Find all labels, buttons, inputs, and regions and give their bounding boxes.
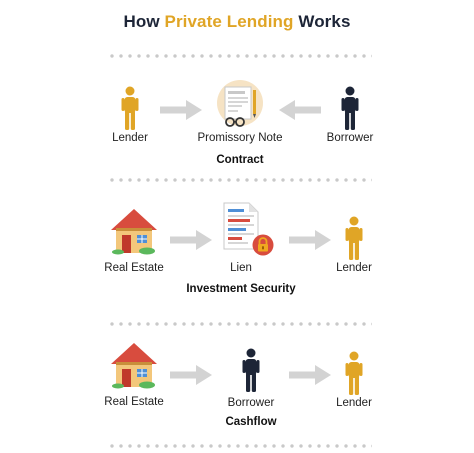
title-suffix: Works — [298, 12, 351, 31]
lock-icon — [252, 234, 274, 256]
contract-right-label: Borrower — [326, 132, 374, 144]
arrow-icon — [289, 230, 331, 250]
person-navy-icon — [242, 348, 260, 392]
arrow-icon — [289, 365, 331, 385]
arrow-icon — [279, 100, 321, 120]
cashflow-left-label: Real Estate — [104, 396, 164, 408]
security-center-label: Lien — [230, 262, 252, 274]
cashflow-right-label: Lender — [336, 397, 372, 409]
page-title: How Private Lending Works — [0, 12, 474, 32]
person-gold-icon — [345, 351, 363, 395]
contract-left-label: Lender — [112, 132, 148, 144]
house-icon — [110, 208, 158, 255]
title-highlight: Private Lending — [164, 12, 294, 31]
lien-document-icon — [223, 202, 259, 250]
house-icon — [110, 342, 158, 389]
person-gold-icon — [345, 216, 363, 260]
cashflow-center-label: Borrower — [227, 397, 275, 409]
contract-center-label: Promissory Note — [197, 132, 283, 144]
arrow-icon — [160, 100, 202, 120]
arrow-icon — [170, 230, 212, 250]
security-right-label: Lender — [336, 262, 372, 274]
cashflow-section-label: Cashflow — [225, 416, 277, 428]
title-prefix: How — [123, 12, 160, 31]
dotted-divider-top — [110, 54, 372, 58]
dotted-divider — [110, 322, 372, 326]
contract-section-label: Contract — [216, 154, 264, 166]
dotted-divider — [110, 178, 372, 182]
arrow-icon — [170, 365, 212, 385]
person-gold-icon — [121, 86, 139, 130]
dotted-divider-bottom — [110, 444, 372, 448]
promissory-note-icon — [213, 80, 267, 129]
security-left-label: Real Estate — [104, 262, 164, 274]
security-section-label: Investment Security — [186, 283, 296, 295]
person-navy-icon — [341, 86, 359, 130]
